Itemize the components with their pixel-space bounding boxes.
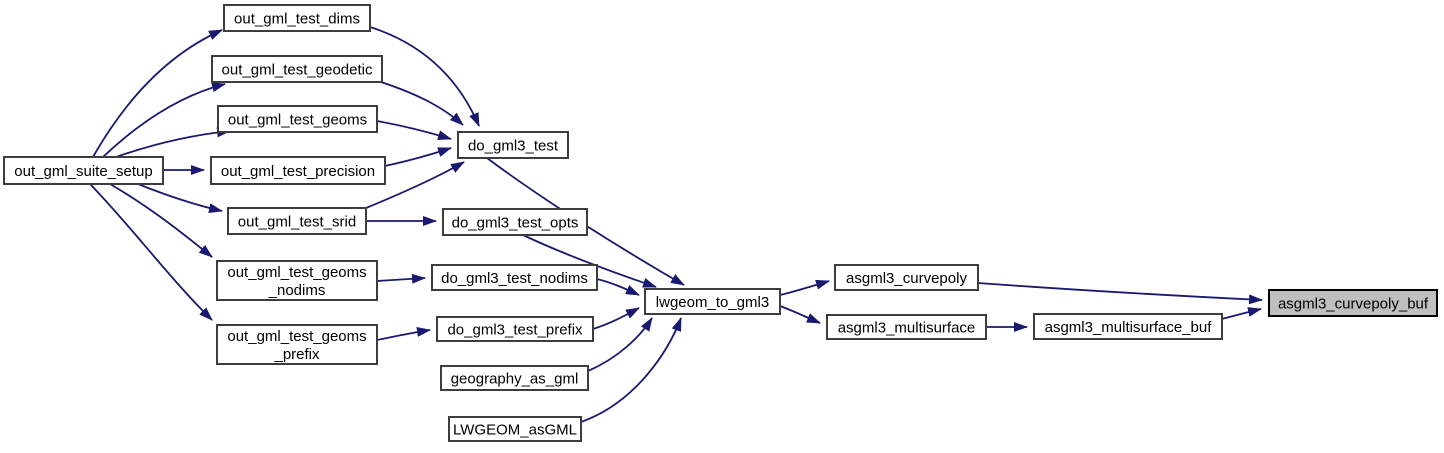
node-box-out_gml_suite_setup[interactable] [3,156,164,185]
node-label-out_gml_test_geoms_nodims: out_gml_test_geoms_nodims [227,264,366,299]
edge-out_gml_test_dims-to-do_gml3_test [369,26,480,127]
node-box-out_gml_test_dims[interactable] [223,4,371,32]
edge-lwgeom_to_gml3-to-asgml3_multisurface [779,305,821,324]
node-label-out_gml_test_geodetic: out_gml_test_geodetic [222,62,373,79]
node-out_gml_test_dims[interactable]: out_gml_test_dims [223,4,371,32]
node-box-out_gml_test_geodetic[interactable] [211,55,383,83]
node-label-do_gml3_test_prefix: do_gml3_test_prefix [447,322,583,339]
edge-out_gml_suite_setup-to-out_gml_test_geoms_nodims [109,183,213,258]
node-out_gml_test_geoms_nodims[interactable]: out_gml_test_geoms_nodims [216,260,378,301]
node-box-do_gml3_test_nodims[interactable] [431,264,598,291]
node-out_gml_test_srid[interactable]: out_gml_test_srid [227,207,367,235]
edge-asgml3_multisurface_buf-to-asgml3_curvepoly_buf [1221,307,1262,320]
node-out_gml_test_geodetic[interactable]: out_gml_test_geodetic [211,55,383,83]
edge-out_gml_suite_setup-to-out_gml_test_geoms_prefix [89,183,213,321]
node-box-LWGEOM_asGML[interactable] [448,416,582,442]
edge-asgml3_curvepoly-to-asgml3_curvepoly_buf [977,282,1263,305]
edge-geography_as_gml-to-lwgeom_to_gml3 [587,317,653,372]
node-label-line: out_gml_test_geoms [227,328,366,345]
node-do_gml3_test[interactable]: do_gml3_test [457,131,569,159]
node-asgml3_multisurface[interactable]: asgml3_multisurface [826,314,987,340]
edge-do_gml3_test_nodims-to-lwgeom_to_gml3 [596,278,640,296]
node-out_gml_test_precision[interactable]: out_gml_test_precision [210,156,386,185]
node-out_gml_test_geoms_prefix[interactable]: out_gml_test_geoms_prefix [216,324,378,365]
edge-out_gml_test_precision-to-do_gml3_test [384,147,452,167]
node-box-asgml3_curvepoly[interactable] [834,264,979,291]
node-label-out_gml_test_dims: out_gml_test_dims [234,11,360,28]
node-label-out_gml_test_precision: out_gml_test_precision [221,163,375,180]
node-label-do_gml3_test_nodims: do_gml3_test_nodims [441,270,588,287]
node-out_gml_test_geoms[interactable]: out_gml_test_geoms [217,105,378,133]
node-box-out_gml_test_precision[interactable] [210,156,386,185]
node-do_gml3_test_prefix[interactable]: do_gml3_test_prefix [436,316,594,342]
node-label-out_gml_suite_setup: out_gml_suite_setup [14,163,152,180]
node-label-asgml3_curvepoly: asgml3_curvepoly [846,270,967,287]
node-box-out_gml_test_geoms[interactable] [217,105,378,133]
node-label-out_gml_test_geoms: out_gml_test_geoms [228,112,367,129]
nodes-layer: out_gml_suite_setup out_gml_test_dims out_… [3,4,1438,442]
edge-lwgeom_to_gml3-to-asgml3_curvepoly [779,279,830,296]
node-label-line: out_gml_test_geoms [227,264,366,281]
edge-out_gml_test_geoms_nodims-to-do_gml3_test_nodims [376,273,426,284]
edge-out_gml_test_geoms-to-do_gml3_test [376,120,452,140]
node-label-asgml3_multisurface: asgml3_multisurface [838,320,976,337]
node-box-do_gml3_test_opts[interactable] [442,208,588,236]
node-label-line: _nodims [268,282,326,299]
node-label-asgml3_multisurface_buf: asgml3_multisurface_buf [1045,319,1213,336]
node-label-lwgeom_to_gml3: lwgeom_to_gml3 [656,294,769,311]
node-label-do_gml3_test: do_gml3_test [468,138,559,155]
edge-out_gml_test_srid-to-do_gml3_test [365,161,465,209]
node-label-LWGEOM_asGML: LWGEOM_asGML [453,422,577,439]
node-box-do_gml3_test_prefix[interactable] [436,316,594,342]
edge-out_gml_test_geoms_prefix-to-do_gml3_test_prefix [376,326,431,341]
node-label-out_gml_test_geoms_prefix: out_gml_test_geoms_prefix [227,328,366,363]
node-label-asgml3_curvepoly_buf: asgml3_curvepoly_buf [1278,296,1429,313]
node-asgml3_curvepoly[interactable]: asgml3_curvepoly [834,264,979,291]
node-label-line: _prefix [273,346,320,363]
edge-LWGEOM_asGML-to-lwgeom_to_gml3 [580,317,682,423]
node-out_gml_suite_setup[interactable]: out_gml_suite_setup [3,156,164,185]
node-box-asgml3_curvepoly_buf[interactable] [1268,289,1438,317]
edge-out_gml_test_geodetic-to-do_gml3_test [380,81,464,126]
edge-out_gml_suite_setup-to-out_gml_test_geoms [115,127,231,158]
node-label-do_gml3_test_opts: do_gml3_test_opts [452,215,579,232]
edge-out_gml_suite_setup-to-out_gml_test_srid [137,183,223,214]
node-box-out_gml_test_geoms_prefix[interactable] [216,324,378,365]
edge-do_gml3_test_opts-to-lwgeom_to_gml3 [522,234,657,288]
node-box-asgml3_multisurface[interactable] [826,314,987,340]
node-lwgeom_to_gml3[interactable]: lwgeom_to_gml3 [644,288,781,315]
edge-do_gml3_test_prefix-to-lwgeom_to_gml3 [592,307,640,330]
edges-layer [89,26,1263,423]
node-label-out_gml_test_srid: out_gml_test_srid [238,214,356,231]
edge-do_gml3_test-to-lwgeom_to_gml3 [486,157,685,286]
node-label-geography_as_gml: geography_as_gml [451,371,579,388]
node-box-do_gml3_test[interactable] [457,131,569,159]
node-box-lwgeom_to_gml3[interactable] [644,288,781,315]
node-asgml3_curvepoly_buf[interactable]: asgml3_curvepoly_buf [1268,289,1438,317]
node-box-geography_as_gml[interactable] [440,365,589,391]
node-box-out_gml_test_srid[interactable] [227,207,367,235]
node-LWGEOM_asGML[interactable]: LWGEOM_asGML [448,416,582,442]
node-geography_as_gml[interactable]: geography_as_gml [440,365,589,391]
node-do_gml3_test_nodims[interactable]: do_gml3_test_nodims [431,264,598,291]
node-do_gml3_test_opts[interactable]: do_gml3_test_opts [442,208,588,236]
edge-out_gml_suite_setup-to-out_gml_test_dims [92,29,223,158]
node-asgml3_multisurface_buf[interactable]: asgml3_multisurface_buf [1033,313,1223,340]
node-box-out_gml_test_geoms_nodims[interactable] [216,260,378,301]
edge-out_gml_suite_setup-to-out_gml_test_geodetic [102,82,226,158]
node-box-asgml3_multisurface_buf[interactable] [1033,313,1223,340]
